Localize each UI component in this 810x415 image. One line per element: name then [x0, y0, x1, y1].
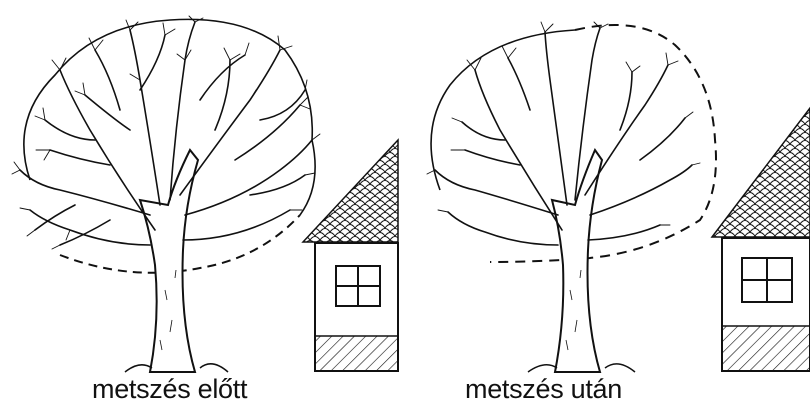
house-after — [712, 108, 810, 371]
house-plinth — [315, 336, 398, 371]
house-plinth — [722, 326, 810, 371]
caption-after-pruning: metszés után — [465, 374, 622, 405]
crown-outline-dashed — [490, 25, 716, 262]
tree-twigs — [427, 22, 700, 225]
caption-before-pruning: metszés előtt — [92, 374, 247, 405]
panel-before — [12, 16, 398, 372]
roof-tiles-icon — [303, 140, 398, 242]
panel-after — [427, 22, 810, 372]
roof-tiles-icon — [712, 108, 810, 237]
house-before — [303, 140, 398, 371]
